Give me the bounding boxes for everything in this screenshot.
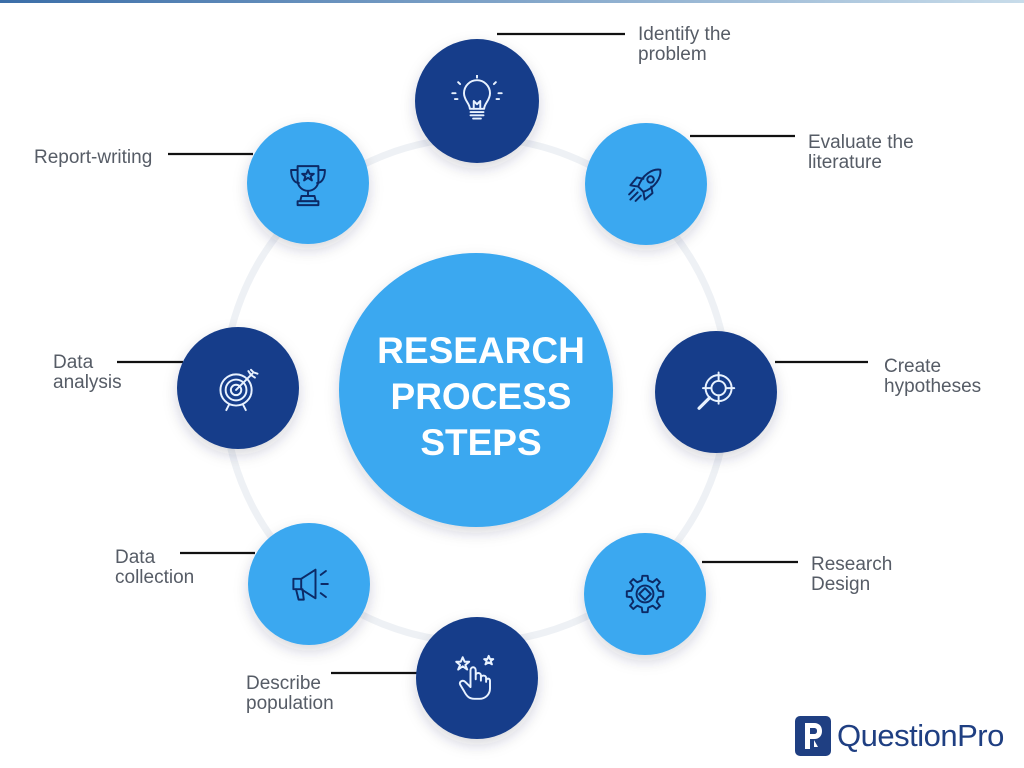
- top-accent-bar: [0, 0, 1024, 3]
- center-hub: RESEARCH PROCESS STEPS: [339, 253, 613, 527]
- step-label-line-1: Research: [811, 554, 893, 575]
- step-label-line-1: Evaluate the: [808, 132, 914, 153]
- step-node-1: [415, 39, 539, 163]
- step-node-6: [248, 523, 370, 645]
- step-node-2: [585, 123, 707, 245]
- step-label-line-1: Identify the: [638, 24, 731, 45]
- step-label-line-2: Design: [811, 574, 871, 595]
- step-label-line-2: population: [246, 693, 334, 714]
- step-label-line-1: Data: [115, 547, 156, 568]
- step-label-line-2: collection: [115, 567, 195, 588]
- step-circle-1: [415, 39, 539, 163]
- step-circle-2: [585, 123, 707, 245]
- step-nodes: [177, 39, 777, 739]
- step-node-3: [655, 331, 777, 453]
- step-circle-6: [248, 523, 370, 645]
- step-label-line-2: literature: [808, 152, 882, 173]
- step-node-7: [177, 327, 299, 449]
- brand-name: QuestionPro: [837, 718, 1004, 753]
- center-title-line-3: STEPS: [420, 422, 541, 463]
- step-circle-8: [247, 122, 369, 244]
- step-label-8: Report-writing: [34, 148, 152, 168]
- step-label-line-2: problem: [638, 44, 707, 65]
- step-label-line-1: Describe: [246, 673, 321, 694]
- center-title-line-2: PROCESS: [391, 376, 572, 417]
- step-label-line-1: Report-writing: [34, 147, 153, 168]
- center-circle: [339, 253, 613, 527]
- step-circle-3: [655, 331, 777, 453]
- step-node-4: [584, 533, 706, 655]
- step-label-line-2: hypotheses: [884, 376, 982, 397]
- questionpro-logo: QuestionPro: [795, 714, 1004, 758]
- center-title-line-1: RESEARCH: [377, 330, 585, 371]
- questionpro-p-glyph-icon: [805, 723, 822, 749]
- leader-lines: [117, 32, 868, 675]
- step-circle-4: [584, 533, 706, 655]
- step-circle-5: [416, 617, 538, 739]
- step-node-8: [247, 122, 369, 244]
- step-label-line-1: Create: [884, 356, 942, 377]
- step-node-5: [416, 617, 538, 739]
- step-label-line-1: Data: [53, 352, 94, 373]
- step-label-line-2: analysis: [53, 372, 122, 393]
- questionpro-logo-mark-icon: [795, 716, 831, 756]
